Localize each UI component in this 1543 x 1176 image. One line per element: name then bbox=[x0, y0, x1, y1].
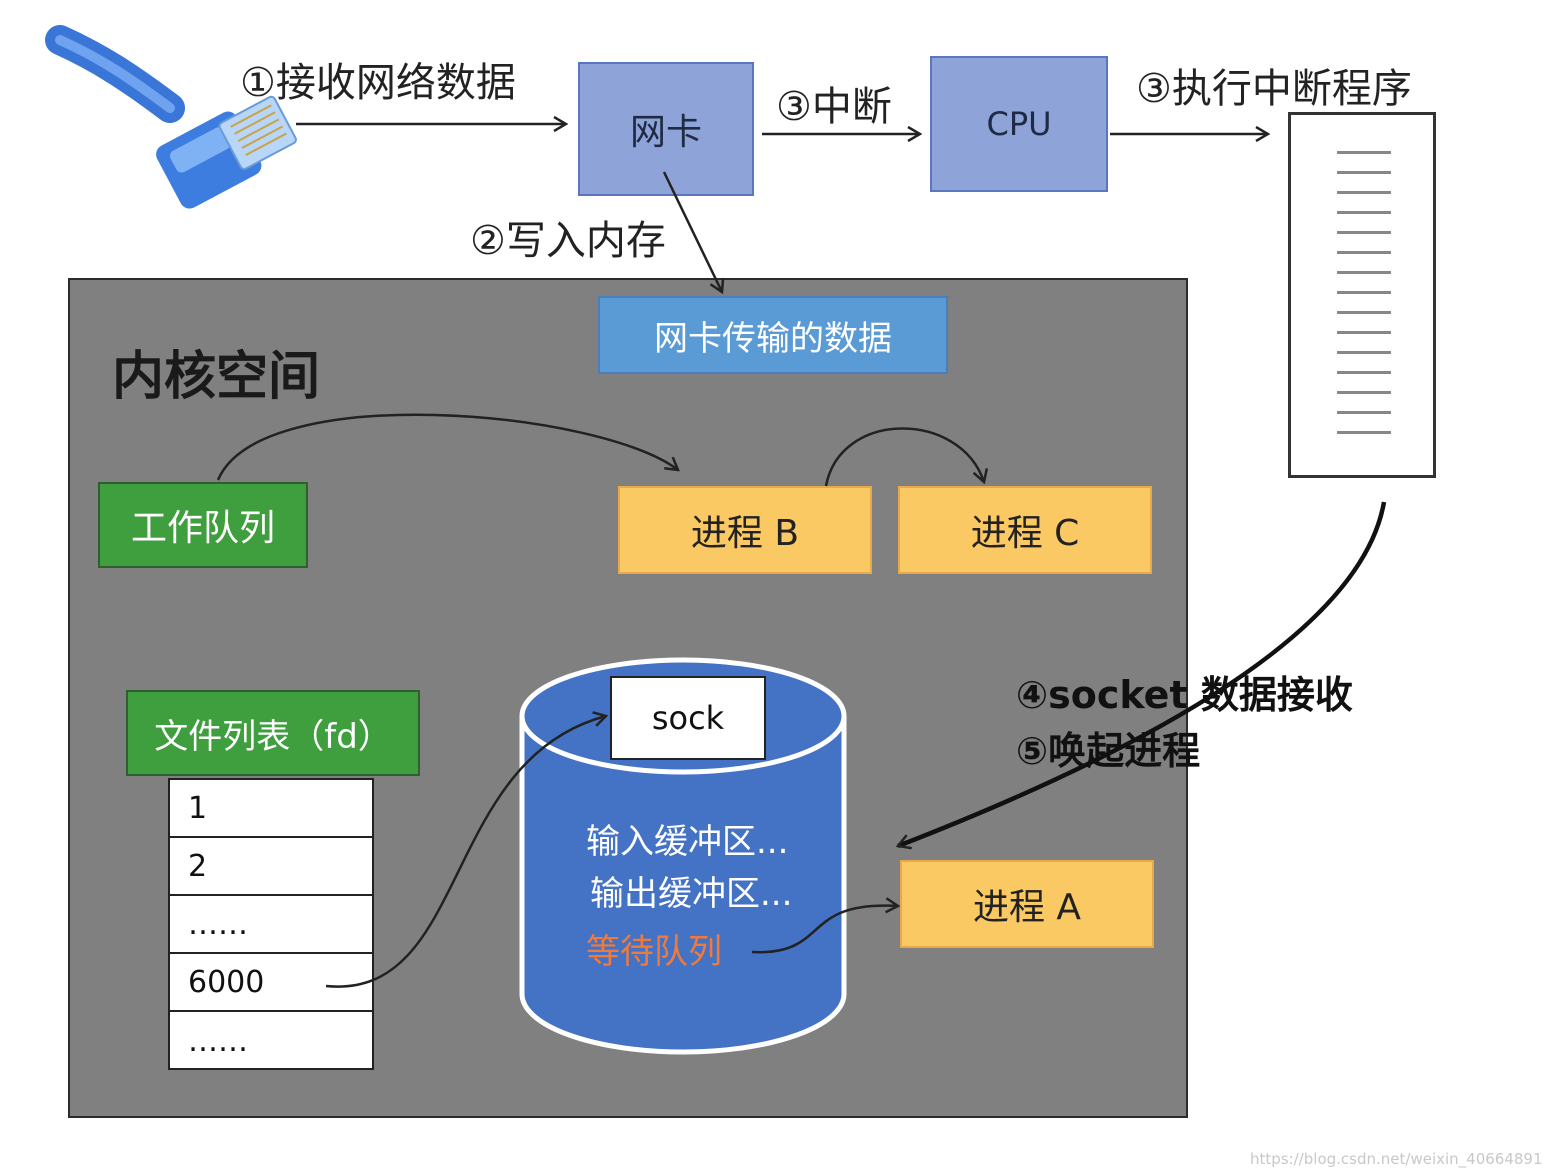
fd-row: 6000 bbox=[170, 954, 372, 1012]
fd-row: 2 bbox=[170, 838, 372, 896]
file-list-box: 文件列表（fd） bbox=[126, 690, 420, 776]
sock-label: sock bbox=[651, 699, 725, 737]
cpu-label: CPU bbox=[986, 105, 1052, 143]
process-c-label: 进程 C bbox=[970, 513, 1080, 554]
step-write-memory-label: ②写入内存 bbox=[470, 218, 666, 264]
process-a-box: 进程 A bbox=[900, 860, 1154, 948]
cpu-box: CPU bbox=[930, 56, 1108, 192]
nic-data-label: 网卡传输的数据 bbox=[654, 318, 892, 359]
sock-box: sock bbox=[610, 676, 766, 760]
input-buffer-label: 输入缓冲区... bbox=[586, 822, 789, 862]
nic-to-memory-arrow bbox=[662, 171, 722, 292]
fd-table: 1 2 …… 6000 …… bbox=[168, 778, 374, 1070]
process-c-box: 进程 C bbox=[898, 486, 1152, 574]
process-b-box: 进程 B bbox=[618, 486, 872, 574]
work-queue-label: 工作队列 bbox=[130, 508, 275, 549]
process-b-label: 进程 B bbox=[690, 513, 800, 554]
step-socket-receive-label: ④socket 数据接收 bbox=[1016, 673, 1353, 717]
wait-queue-to-process-a-arrow bbox=[751, 906, 898, 954]
work-queue-to-process-b-arrow bbox=[216, 413, 678, 481]
watermark: https://blog.csdn.net/weixin_40664891 bbox=[1250, 1150, 1543, 1168]
work-queue-box: 工作队列 bbox=[98, 482, 308, 568]
nic-data-box: 网卡传输的数据 bbox=[598, 296, 948, 374]
interrupt-handler-document bbox=[1288, 112, 1436, 478]
handler-to-process-a-arrow bbox=[898, 501, 1387, 846]
step-receive-label: ①接收网络数据 bbox=[240, 60, 516, 106]
process-b-to-process-c-arrow bbox=[824, 427, 984, 487]
ethernet-cable-icon bbox=[45, 25, 297, 209]
file-list-label: 文件列表（fd） bbox=[154, 716, 392, 757]
step-interrupt-label: ③中断 bbox=[776, 84, 892, 130]
nic-label: 网卡 bbox=[629, 112, 702, 153]
fd-row: …… bbox=[188, 1023, 248, 1059]
fd-row: …… bbox=[170, 896, 372, 954]
kernel-space-title: 内核空间 bbox=[112, 347, 321, 407]
step-wake-process-label: ⑤唤起进程 bbox=[1016, 729, 1201, 773]
process-a-label: 进程 A bbox=[972, 887, 1082, 928]
output-buffer-label: 输出缓冲区... bbox=[590, 874, 793, 914]
step-execute-label: ③执行中断程序 bbox=[1136, 66, 1412, 112]
fd-to-sock-arrow bbox=[325, 716, 606, 988]
wait-queue-label: 等待队列 bbox=[586, 932, 722, 972]
fd-row: 1 bbox=[170, 780, 372, 838]
